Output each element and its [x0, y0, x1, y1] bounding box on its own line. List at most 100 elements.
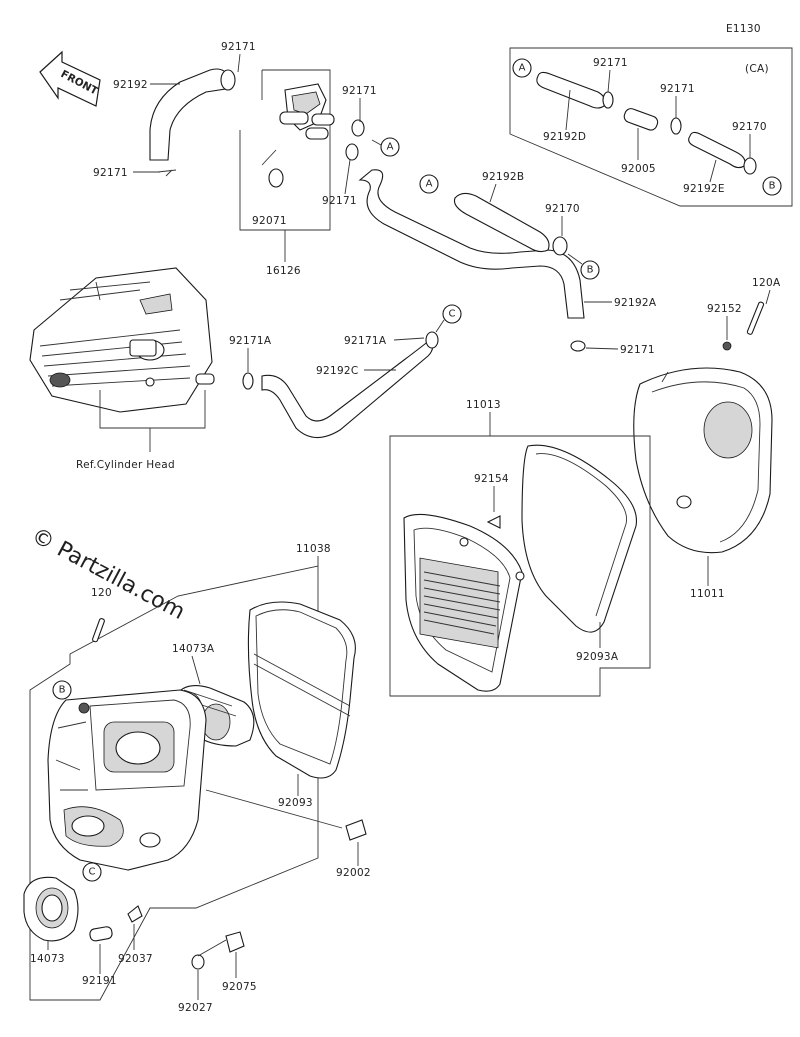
washer-92152 — [722, 341, 732, 351]
marker-C — [82, 862, 102, 882]
label-92027: 92027 — [178, 1002, 213, 1014]
hose-92192E — [688, 131, 746, 169]
svg-text:A: A — [519, 63, 526, 74]
clamp-icon — [220, 69, 236, 91]
washer-92027 — [191, 954, 205, 970]
label-92171-ca1: 92171 — [593, 57, 628, 69]
label-120A: 120A — [752, 277, 781, 289]
ref-cylinder-head: Ref.Cylinder Head — [76, 459, 175, 471]
air-cleaner-housing — [47, 689, 207, 871]
clamp-icon — [242, 372, 254, 390]
label-92093: 92093 — [278, 797, 313, 809]
label-92152: 92152 — [707, 303, 742, 315]
marker-C — [442, 304, 462, 324]
air-cleaner-cover-11011 — [633, 367, 773, 554]
label-92192B: 92192B — [482, 171, 524, 183]
label-11011: 11011 — [690, 588, 725, 600]
label-14073: 14073 — [30, 953, 65, 965]
ca-region-box: (CA) A B — [509, 47, 793, 207]
label-92192: 92192 — [113, 79, 148, 91]
label-92071: 92071 — [252, 215, 287, 227]
label-92192D: 92192D — [543, 131, 586, 143]
marker-A — [512, 58, 532, 78]
hose-92192C — [261, 339, 434, 439]
label-92171-a: 92171 — [342, 85, 377, 97]
box-11038 — [29, 565, 319, 1001]
marker-A — [380, 137, 400, 157]
label-92171-left: 92171 — [93, 167, 128, 179]
valve-pipe-right — [311, 113, 335, 126]
label-92192A: 92192A — [614, 297, 657, 309]
label-92171A-right: 92171A — [344, 335, 387, 347]
cap-92191 — [89, 926, 113, 942]
grommet-92071 — [268, 168, 284, 188]
label-92171: 92171 — [221, 41, 256, 53]
label-92075: 92075 — [222, 981, 257, 993]
fitting-92005 — [623, 108, 659, 131]
label-92170-ca: 92170 — [732, 121, 767, 133]
label-11013: 11013 — [466, 399, 501, 411]
hose-92192D — [536, 71, 606, 109]
clamp-icon — [670, 117, 682, 135]
bolt-92002 — [345, 819, 367, 841]
label-14073A: 14073A — [172, 643, 215, 655]
clamp-icon — [743, 157, 757, 175]
damper-92075 — [225, 931, 245, 953]
label-92005: 92005 — [621, 163, 656, 175]
cover-14073 — [23, 876, 79, 942]
label-92171A-left: 92171A — [229, 335, 272, 347]
hose-92192A — [358, 169, 585, 319]
marker-A — [419, 174, 439, 194]
label-92037: 92037 — [118, 953, 153, 965]
ca-note: (CA) — [745, 63, 769, 75]
label-120: 120 — [91, 587, 112, 599]
clamp-icon — [602, 91, 614, 109]
svg-text:C: C — [449, 309, 456, 320]
clamp-icon — [570, 340, 586, 352]
diagram-code: E1130 — [726, 23, 761, 35]
label-92154: 92154 — [474, 473, 509, 485]
label-92171-b: 92171 — [322, 195, 357, 207]
svg-text:A: A — [426, 179, 433, 190]
label-92171-bottom: 92171 — [620, 344, 655, 356]
label-92002: 92002 — [336, 867, 371, 879]
label-11038: 11038 — [296, 543, 331, 555]
marker-B — [762, 176, 782, 196]
marker-B — [580, 260, 600, 280]
watermark: © Partzilla.com — [27, 523, 189, 625]
bolt-120 — [92, 618, 105, 643]
clamp-icon — [345, 143, 359, 161]
label-92192E: 92192E — [683, 183, 725, 195]
svg-text:A: A — [387, 142, 394, 153]
screw-92154 — [486, 515, 501, 529]
front-arrow-icon: FRONT — [39, 50, 101, 107]
hose-92192 — [149, 68, 233, 161]
clamp-icon — [425, 331, 439, 349]
svg-text:B: B — [769, 181, 776, 192]
gasket-92093A — [521, 444, 638, 633]
valve-pipe-lower — [305, 127, 329, 140]
clamp-icon — [351, 119, 365, 137]
fitting-icon — [195, 373, 215, 385]
upper-hose-group — [149, 68, 586, 352]
svg-text:C: C — [89, 867, 96, 878]
clamp-icon-small — [157, 169, 177, 177]
air-filter-element — [403, 513, 525, 692]
label-92191: 92191 — [82, 975, 117, 987]
box-11013 — [389, 435, 651, 697]
bolt-120A — [746, 301, 765, 335]
svg-text:B: B — [587, 265, 594, 276]
marker-B — [52, 680, 72, 700]
label-92171-ca2: 92171 — [660, 83, 695, 95]
hose-92192B — [453, 192, 550, 253]
label-16126: 16126 — [266, 265, 301, 277]
clamp-92037 — [127, 905, 143, 923]
label-92192C: 92192C — [316, 365, 359, 377]
svg-text:B: B — [59, 685, 66, 696]
cylinder-head — [29, 267, 213, 413]
valve-pipe-left — [279, 111, 309, 125]
label-92170: 92170 — [545, 203, 580, 215]
clamp-icon — [552, 236, 568, 256]
